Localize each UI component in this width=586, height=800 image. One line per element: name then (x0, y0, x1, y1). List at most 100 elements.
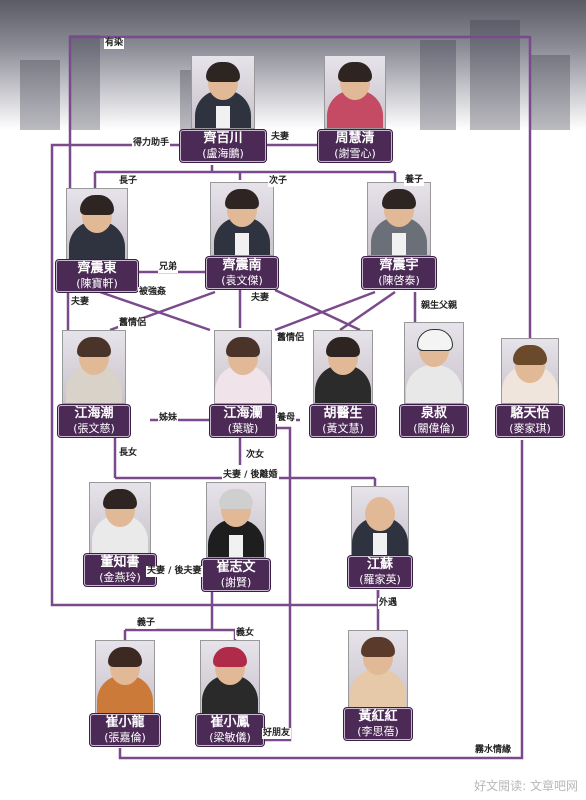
skyline-building (20, 60, 60, 130)
person-label: 崔小龍 (張嘉倫) (90, 714, 160, 746)
person-card-huang-honghong[interactable]: 黃紅紅 (李思蓓) (344, 630, 412, 742)
person-photo (404, 322, 464, 404)
relation-yinv: 義女 (235, 628, 256, 639)
person-photo (66, 188, 128, 260)
person-card-luo-tianyi[interactable]: 駱天怡 (麥家琪) (496, 338, 564, 440)
line-bei-qiangjian (99, 290, 211, 332)
person-photo (348, 630, 408, 708)
relation-jiu-qinglv-left: 舊情侶 (118, 318, 148, 329)
person-label: 江海潮 (張文慈) (58, 405, 130, 437)
person-name: 齊震東 (77, 261, 117, 276)
relation-yangmu: 養母 (276, 413, 297, 424)
relation-xiongdi: 兄弟 (158, 262, 179, 273)
person-actor: (麥家琪) (509, 422, 551, 435)
person-name: 駱天怡 (510, 406, 550, 421)
person-photo (324, 55, 386, 129)
relation-zhangnv: 長女 (118, 448, 139, 459)
person-actor: (葉璇) (227, 422, 259, 435)
person-name: 齊震南 (222, 258, 262, 273)
person-card-quan-shu[interactable]: 泉叔 (關偉倫) (400, 322, 468, 440)
person-card-jiang-hailan[interactable]: 江海瀾 (葉璇) (210, 330, 276, 440)
person-name: 江海潮 (74, 406, 114, 421)
person-name: 黃紅紅 (358, 709, 398, 724)
person-card-dong-zhishu[interactable]: 董知書 (金燕玲) (84, 482, 156, 588)
person-name: 崔志文 (216, 560, 256, 575)
person-photo (210, 182, 274, 256)
person-card-qi-zhenyu[interactable]: 齊震宇 (陳啓泰) (362, 182, 436, 292)
person-actor: (羅家英) (359, 573, 401, 586)
person-photo (191, 55, 255, 129)
person-photo (62, 330, 126, 404)
person-photo (200, 640, 260, 714)
person-actor: (李思蓓) (357, 725, 399, 738)
person-label: 駱天怡 (麥家琪) (496, 405, 564, 437)
person-actor: (金燕玲) (99, 571, 141, 584)
person-card-jiang-haichao[interactable]: 江海潮 (張文慈) (58, 330, 130, 440)
person-label: 江海瀾 (葉璇) (210, 405, 276, 437)
person-label: 泉叔 (關偉倫) (400, 405, 468, 437)
person-name: 崔小龍 (105, 715, 145, 730)
skyline-building (70, 35, 100, 130)
relation-hao-pengyou: 好朋友 (262, 728, 292, 739)
person-card-hu-yisheng[interactable]: 胡醫生 (黃文慧) (310, 330, 376, 440)
person-photo (313, 330, 373, 404)
person-name: 董知書 (100, 555, 140, 570)
person-actor: (張文慈) (73, 422, 115, 435)
person-name: 江蘇 (366, 557, 393, 572)
person-photo (206, 482, 266, 558)
person-actor: (謝雪心) (334, 147, 376, 160)
line-lushui-qingyuan (118, 440, 524, 760)
person-label: 齊百川 (盧海鵬) (180, 130, 266, 162)
person-card-cui-xiaolong[interactable]: 崔小龍 (張嘉倫) (90, 640, 160, 748)
person-photo (95, 640, 155, 714)
person-card-cui-zhiwen[interactable]: 崔志文 (謝賢) (202, 482, 270, 592)
person-card-cui-xiaofeng[interactable]: 崔小鳳 (梁敏儀) (196, 640, 264, 748)
person-photo (214, 330, 272, 404)
person-name: 江海瀾 (223, 406, 263, 421)
person-actor: (黃文慧) (322, 422, 364, 435)
person-label: 江蘇 (羅家英) (348, 556, 412, 588)
person-label: 崔志文 (謝賢) (202, 559, 270, 591)
relation-cinv: 次女 (245, 450, 266, 461)
relation-deli-zhushou: 得力助手 (132, 138, 171, 149)
line-jiu-qinglv-right (274, 290, 376, 332)
person-label: 胡醫生 (黃文慧) (310, 405, 376, 437)
relation-lushui-qingyuan: 霧水情緣 (474, 745, 513, 756)
relation-bei-qiangjian: 被強姦 (138, 287, 168, 298)
person-card-qi-zhennan[interactable]: 齊震南 (袁文傑) (206, 182, 278, 292)
relation-fuqi-houlihun: 夫妻 / 後離婚 (222, 470, 279, 481)
skyline-building (470, 20, 520, 130)
person-card-qi-baichuan[interactable]: 齊百川 (盧海鵬) (180, 55, 266, 165)
skyline-building (420, 40, 456, 130)
relation-zhangzi: 長子 (118, 176, 139, 187)
relation-yangzi: 養子 (404, 175, 425, 186)
person-card-zhou-huiqing[interactable]: 周慧清 (謝雪心) (318, 55, 392, 165)
person-name: 泉叔 (420, 406, 447, 421)
person-actor: (梁敏儀) (209, 731, 251, 744)
person-actor: (盧海鵬) (202, 147, 244, 160)
person-name: 胡醫生 (323, 406, 363, 421)
skyline-building (530, 55, 570, 130)
relation-jiu-qinglv-right: 舊情侶 (276, 333, 306, 344)
person-name: 齊震宇 (379, 258, 419, 273)
line-you-ran (68, 35, 532, 338)
person-card-jiang-su[interactable]: 江蘇 (羅家英) (348, 486, 412, 590)
person-photo (501, 338, 559, 404)
person-label: 董知書 (金燕玲) (84, 554, 156, 586)
person-name: 周慧清 (335, 131, 375, 146)
relation-fuqi-houfuqi: 夫妻 / 後夫妻 (146, 566, 203, 577)
person-label: 齊震宇 (陳啓泰) (362, 257, 436, 289)
person-photo (89, 482, 151, 554)
person-actor: (關偉倫) (413, 422, 455, 435)
person-label: 齊震南 (袁文傑) (206, 257, 278, 289)
relation-fuqi-top: 夫妻 (270, 132, 291, 143)
person-photo (367, 182, 431, 256)
person-name: 齊百川 (203, 131, 243, 146)
relation-yizi: 義子 (136, 618, 157, 629)
person-card-qi-zhendong[interactable]: 齊震東 (陳寶軒) (56, 188, 138, 292)
person-label: 崔小鳳 (梁敏儀) (196, 714, 264, 746)
relation-qinsheng-fuqin: 親生父親 (420, 301, 459, 312)
person-actor: (陳寶軒) (76, 277, 118, 290)
person-label: 黃紅紅 (李思蓓) (344, 708, 412, 740)
line-cross-right (274, 288, 361, 332)
